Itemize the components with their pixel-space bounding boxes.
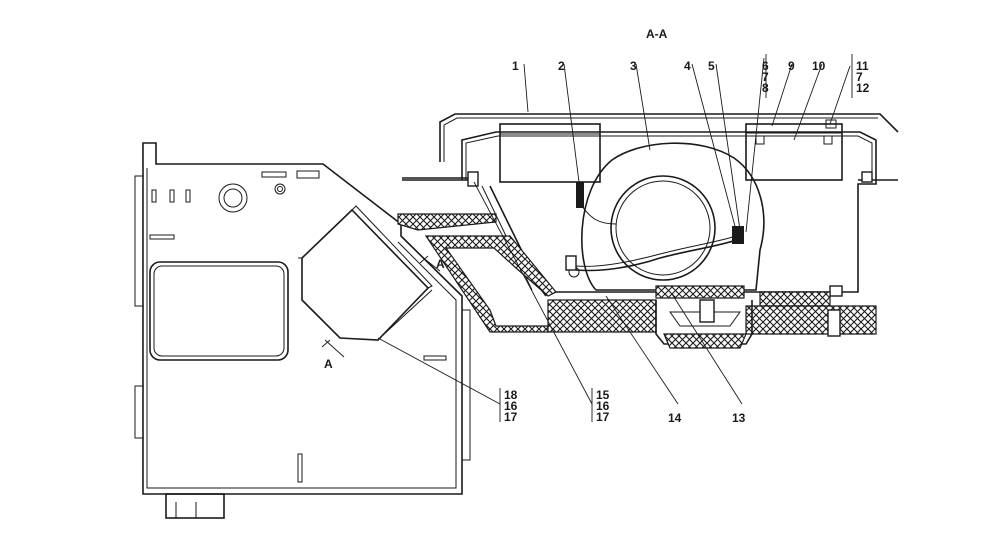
callout-2: 2 [558, 59, 565, 73]
section-a-a-view [397, 113, 899, 349]
section-mark-a-lower: A [324, 357, 333, 371]
callout-9: 9 [788, 59, 795, 73]
callout-7-right: 7 [856, 70, 863, 84]
callout-1: 1 [512, 59, 519, 73]
callout-4: 4 [684, 59, 691, 73]
callout-8: 8 [762, 81, 769, 95]
cab-plan-view: A A [134, 142, 471, 519]
callout-16-a: 16 [596, 399, 610, 413]
callout-7-top: 7 [762, 70, 769, 84]
callout-15: 15 [596, 388, 610, 402]
section-mark-a-upper: A [436, 257, 445, 271]
callout-14: 14 [668, 411, 682, 425]
callout-11: 11 [856, 59, 869, 73]
callout-6: 6 [762, 59, 769, 73]
callout-13: 13 [732, 411, 746, 425]
callout-16-b: 16 [504, 399, 518, 413]
labels: A-A 1 2 3 4 5 6 7 8 9 10 11 7 12 13 14 1… [504, 27, 870, 425]
callout-12: 12 [856, 81, 870, 95]
callout-18: 18 [504, 388, 518, 402]
callout-17-b: 17 [504, 410, 518, 424]
callout-10: 10 [812, 59, 826, 73]
callout-5: 5 [708, 59, 715, 73]
callout-17-a: 17 [596, 410, 610, 424]
section-title: A-A [646, 27, 668, 41]
leader-lines [377, 54, 853, 422]
callout-3: 3 [630, 59, 637, 73]
